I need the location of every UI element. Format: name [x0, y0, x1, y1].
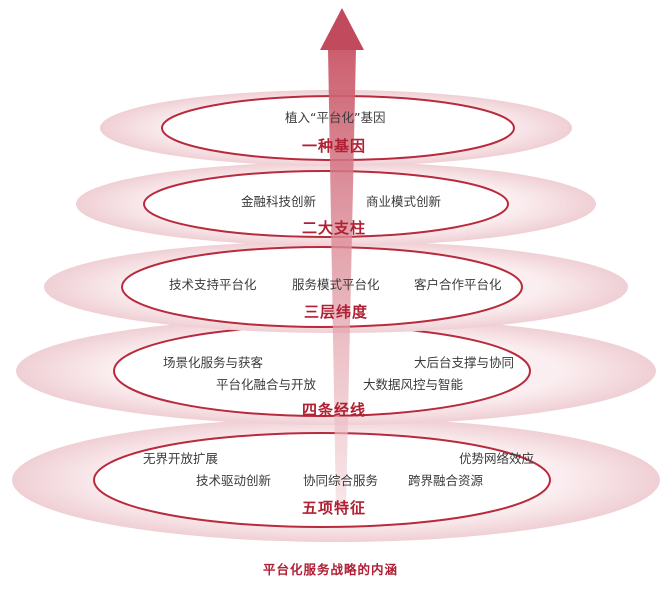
tier-5-item: 跨界融合资源 [408, 473, 484, 488]
tier-1-name: 一种基因 [302, 137, 367, 155]
tier-2-item: 商业模式创新 [366, 194, 442, 209]
tier-5-item: 技术驱动创新 [196, 473, 272, 488]
tier-5-item: 优势网络效应 [459, 451, 535, 466]
tier-5-name: 五项特征 [302, 499, 367, 517]
tier-2-item: 金融科技创新 [241, 194, 317, 209]
tier-2-name: 二大支柱 [302, 219, 367, 237]
tier-4-item: 平台化融合与开放 [216, 377, 317, 392]
tier-3-item: 技术支持平台化 [169, 277, 257, 292]
tier-1-item: 植入“平台化”基因 [285, 110, 386, 125]
diagram-title: 平台化服务战略的内涵 [263, 562, 399, 577]
tier-4-item: 大后台支撑与协同 [414, 355, 515, 370]
tier-5-item: 协同综合服务 [303, 473, 379, 488]
upward-arrow [320, 8, 364, 510]
tier-5-item: 无界开放扩展 [143, 451, 219, 466]
tier-4-item: 场景化服务与获客 [163, 355, 264, 370]
tier-3-item: 客户合作平台化 [414, 277, 502, 292]
tier-4-item: 大数据风控与智能 [363, 377, 464, 392]
tier-4-name: 四条经线 [302, 401, 367, 419]
tier-3-item: 服务模式平台化 [292, 277, 380, 292]
tier-3-name: 三层纬度 [304, 303, 369, 321]
